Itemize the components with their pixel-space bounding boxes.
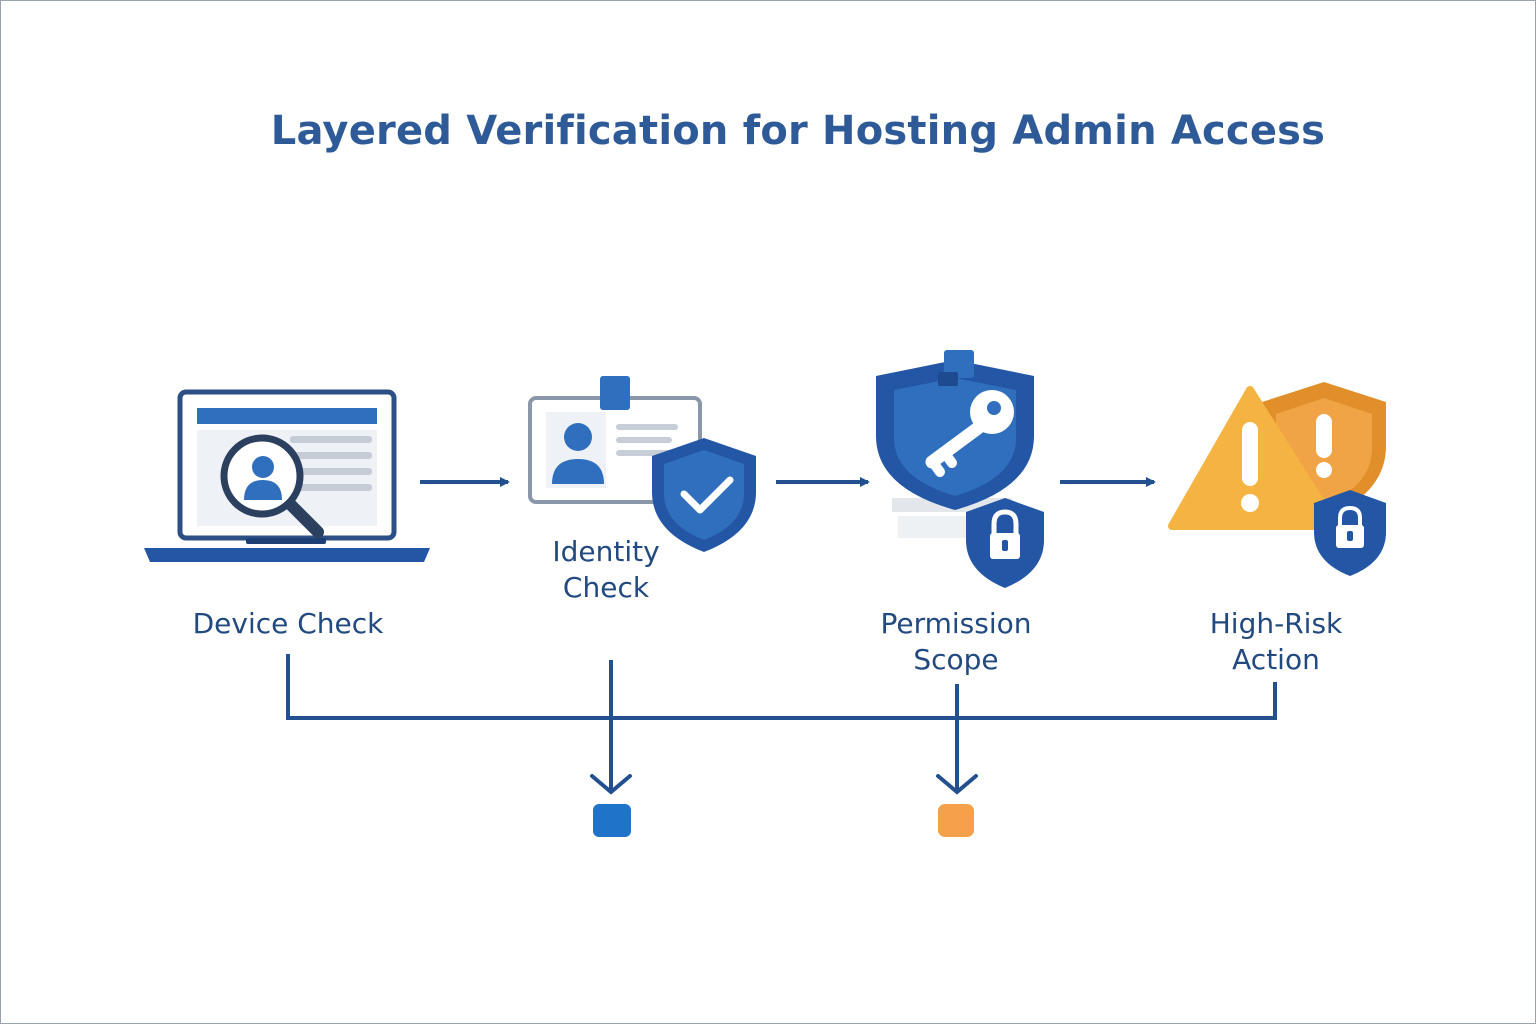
laptop-search-icon [144, 389, 430, 562]
shield-key-icon [876, 350, 1044, 588]
warning-shield-icon [1168, 382, 1386, 576]
page-title: Layered Verification for Hosting Admin A… [270, 108, 1326, 154]
step-label-identity-check: Identity Check [552, 535, 660, 604]
connector-bus [286, 654, 1277, 795]
step-label-high-risk-action: High-Risk Action [1209, 607, 1343, 676]
outcome-marker-orange [938, 804, 974, 837]
step-label-device-check: Device Check [192, 607, 384, 640]
step-label-permission-scope: Permission Scope [880, 607, 1032, 676]
id-card-shield-icon [528, 376, 756, 552]
outcome-marker-blue [593, 804, 631, 837]
